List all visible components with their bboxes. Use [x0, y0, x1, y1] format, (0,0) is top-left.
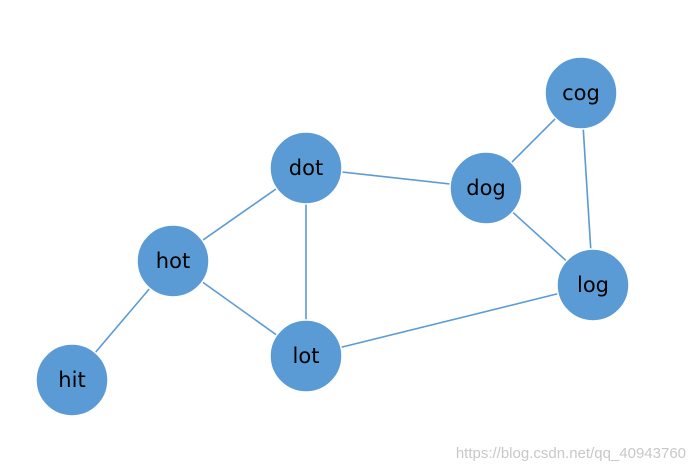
node-dot: dot	[269, 131, 343, 205]
node-label-lot: lot	[293, 344, 320, 368]
node-circle-hit	[35, 343, 109, 417]
node-circle-hot	[136, 224, 210, 298]
node-label-dog: dog	[466, 176, 506, 200]
node-hot: hot	[136, 224, 210, 298]
node-circle-dot	[269, 131, 343, 205]
watermark-url: https://blog.csdn.net/qq_40943760	[455, 445, 686, 462]
node-label-cog: cog	[562, 81, 600, 105]
node-circle-cog	[544, 56, 618, 130]
edge-lot-log	[305, 284, 594, 357]
node-label-hit: hit	[58, 368, 85, 392]
node-dog: dog	[449, 151, 523, 225]
nodes-layer: hit hot dot lot dog cog log	[35, 56, 630, 417]
node-cog: cog	[544, 56, 618, 130]
node-label-log: log	[577, 273, 609, 297]
node-lot: lot	[269, 319, 343, 393]
node-label-hot: hot	[156, 249, 190, 273]
node-circle-lot	[269, 319, 343, 393]
node-circle-log	[556, 248, 630, 322]
node-label-dot: dot	[289, 156, 323, 180]
node-hit: hit	[35, 343, 109, 417]
node-circle-dog	[449, 151, 523, 225]
node-log: log	[556, 248, 630, 322]
